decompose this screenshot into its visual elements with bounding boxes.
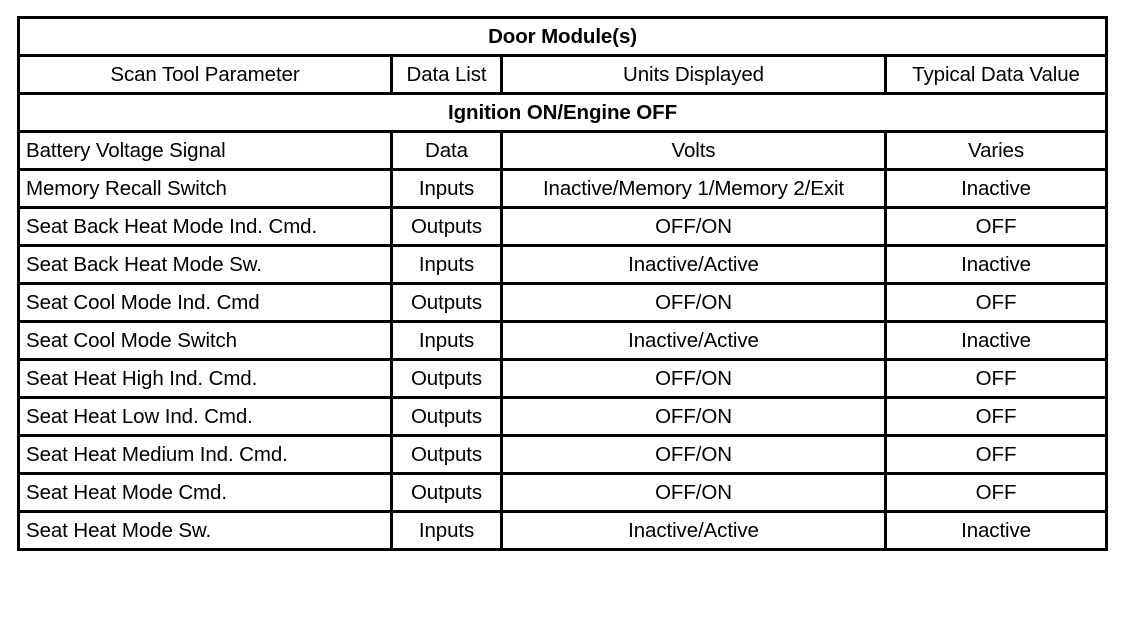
- cell-parameter: Battery Voltage Signal: [17, 130, 393, 171]
- cell-parameter: Seat Heat Mode Cmd.: [17, 472, 393, 513]
- cell-parameter: Seat Heat High Ind. Cmd.: [17, 358, 393, 399]
- cell-parameter: Memory Recall Switch: [17, 168, 393, 209]
- cell-typical-value: OFF: [883, 282, 1109, 323]
- cell-units: OFF/ON: [500, 358, 887, 399]
- cell-units: OFF/ON: [500, 434, 887, 475]
- table-row: Memory Recall Switch Inputs Inactive/Mem…: [17, 168, 1109, 209]
- cell-typical-value: OFF: [883, 358, 1109, 399]
- cell-parameter: Seat Back Heat Mode Ind. Cmd.: [17, 206, 393, 247]
- cell-units: Inactive/Active: [500, 320, 887, 361]
- cell-typical-value: Inactive: [883, 168, 1109, 209]
- cell-units: Volts: [500, 130, 887, 171]
- cell-data-list: Outputs: [390, 282, 503, 323]
- section-header-row: Ignition ON/Engine OFF: [16, 92, 1109, 133]
- cell-typical-value: Varies: [883, 130, 1109, 171]
- cell-data-list: Inputs: [390, 244, 503, 285]
- cell-parameter: Seat Cool Mode Switch: [17, 320, 393, 361]
- cell-data-list: Inputs: [390, 320, 503, 361]
- cell-data-list: Outputs: [390, 358, 503, 399]
- cell-typical-value: OFF: [883, 206, 1109, 247]
- table-row: Seat Heat Medium Ind. Cmd. Outputs OFF/O…: [17, 434, 1109, 475]
- column-header-data-list: Data List: [390, 54, 503, 95]
- table-row: Seat Heat Low Ind. Cmd. Outputs OFF/ON O…: [17, 396, 1109, 437]
- cell-typical-value: OFF: [883, 434, 1109, 475]
- table-row: Seat Heat Mode Cmd. Outputs OFF/ON OFF: [17, 472, 1109, 513]
- cell-parameter: Seat Heat Low Ind. Cmd.: [17, 396, 393, 437]
- column-header-units-displayed: Units Displayed: [500, 54, 887, 95]
- cell-data-list: Data: [390, 130, 503, 171]
- cell-data-list: Outputs: [390, 434, 503, 475]
- column-header-typical-data-value: Typical Data Value: [883, 54, 1109, 95]
- cell-parameter: Seat Heat Mode Sw.: [17, 510, 393, 551]
- cell-parameter: Seat Cool Mode Ind. Cmd: [17, 282, 393, 323]
- table-header-row: Scan Tool Parameter Data List Units Disp…: [17, 54, 1109, 95]
- cell-parameter: Seat Back Heat Mode Sw.: [17, 244, 393, 285]
- cell-typical-value: OFF: [883, 472, 1109, 513]
- cell-units: OFF/ON: [500, 206, 887, 247]
- section-header-ignition-on-engine-off: Ignition ON/Engine OFF: [16, 92, 1109, 133]
- cell-units: Inactive/Memory 1/Memory 2/Exit: [500, 168, 887, 209]
- cell-data-list: Outputs: [390, 206, 503, 247]
- cell-typical-value: OFF: [883, 396, 1109, 437]
- table-row: Seat Back Heat Mode Sw. Inputs Inactive/…: [17, 244, 1109, 285]
- cell-typical-value: Inactive: [883, 244, 1109, 285]
- table-row: Seat Cool Mode Ind. Cmd Outputs OFF/ON O…: [17, 282, 1109, 323]
- cell-typical-value: Inactive: [883, 320, 1109, 361]
- cell-typical-value: Inactive: [883, 510, 1109, 551]
- cell-data-list: Outputs: [390, 472, 503, 513]
- table-body: Door Module(s) Scan Tool Parameter Data …: [16, 16, 1109, 551]
- cell-units: OFF/ON: [500, 396, 887, 437]
- table-title-row: Door Module(s): [16, 16, 1109, 57]
- table-title: Door Module(s): [16, 16, 1109, 57]
- cell-parameter: Seat Heat Medium Ind. Cmd.: [17, 434, 393, 475]
- cell-units: Inactive/Active: [500, 510, 887, 551]
- cell-units: Inactive/Active: [500, 244, 887, 285]
- table-row: Seat Heat High Ind. Cmd. Outputs OFF/ON …: [17, 358, 1109, 399]
- cell-units: OFF/ON: [500, 472, 887, 513]
- table-row: Seat Heat Mode Sw. Inputs Inactive/Activ…: [17, 510, 1109, 551]
- column-header-scan-tool-parameter: Scan Tool Parameter: [17, 54, 393, 95]
- table-row: Seat Cool Mode Switch Inputs Inactive/Ac…: [17, 320, 1109, 361]
- table-row: Seat Back Heat Mode Ind. Cmd. Outputs OF…: [17, 206, 1109, 247]
- cell-units: OFF/ON: [500, 282, 887, 323]
- table-row: Battery Voltage Signal Data Volts Varies: [17, 130, 1109, 171]
- cell-data-list: Inputs: [390, 510, 503, 551]
- scan-tool-parameter-table: Door Module(s) Scan Tool Parameter Data …: [16, 16, 1109, 551]
- cell-data-list: Outputs: [390, 396, 503, 437]
- cell-data-list: Inputs: [390, 168, 503, 209]
